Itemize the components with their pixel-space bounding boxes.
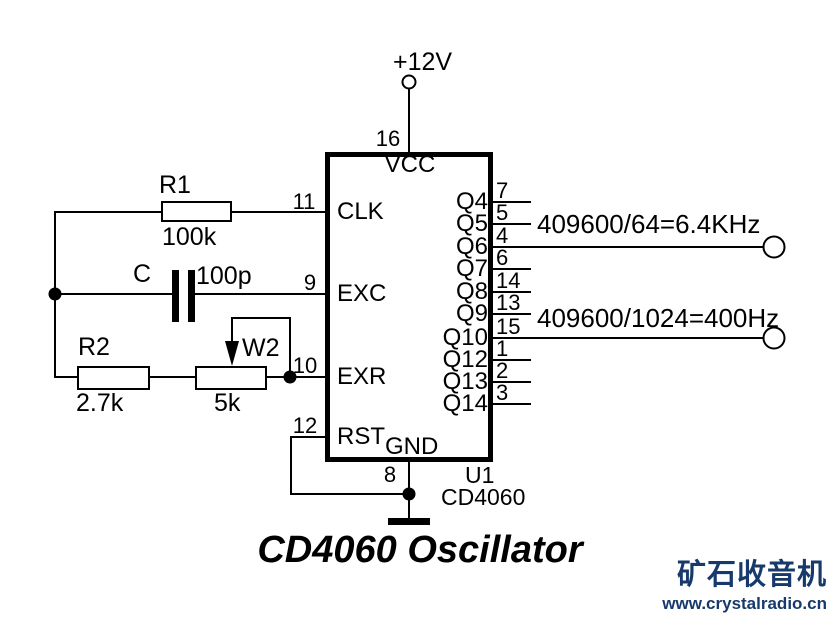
power-terminal-circle xyxy=(401,74,417,90)
pin-label-exc: EXC xyxy=(337,280,387,307)
watermark-url: www.crystalradio.cn xyxy=(662,593,827,613)
ic-body xyxy=(325,152,493,462)
wiper-arrow-icon xyxy=(225,341,239,366)
r2-ref-label: R2 xyxy=(78,333,110,361)
pin-label-q10: Q10 xyxy=(442,324,488,351)
w2-value-label: 5k xyxy=(214,389,241,417)
cap-plate-right xyxy=(188,270,195,322)
pin-num-exc: 9 xyxy=(303,270,317,295)
pin-label-q9: Q9 xyxy=(455,300,488,327)
pin-label-rst: RST xyxy=(337,423,385,450)
r1-value-label: 100k xyxy=(162,223,217,251)
pin-label-gnd: GND xyxy=(385,433,439,460)
pin-num-q5: 5 xyxy=(496,200,509,225)
output1-label: 409600/64=6.4KHz xyxy=(537,209,761,239)
junction-dot-exc xyxy=(48,287,62,301)
pin-num-q14: 3 xyxy=(496,380,509,405)
pin-num-exr: 10 xyxy=(292,353,318,378)
pin-num-q12: 1 xyxy=(496,336,509,361)
pin-num-q7: 6 xyxy=(496,245,509,270)
junction-dot-gnd xyxy=(402,487,416,501)
pin-label-q14: Q14 xyxy=(442,390,488,417)
cap-plate-left xyxy=(172,270,179,322)
pin-num-vcc: 16 xyxy=(375,126,401,151)
watermark: 矿石收音机 www.crystalradio.cn xyxy=(662,559,827,614)
pin-label-q4: Q4 xyxy=(455,188,488,215)
pin-num-gnd: 8 xyxy=(383,462,397,487)
ic-ref-label: U1 xyxy=(465,462,495,488)
pin-label-vcc: VCC xyxy=(384,151,436,178)
pin-num-q10: 15 xyxy=(496,314,521,339)
pin-label-q6: Q6 xyxy=(455,233,488,260)
w2-ref-label: W2 xyxy=(242,334,280,362)
r2-body xyxy=(77,366,150,390)
w2-pot-body xyxy=(195,366,267,390)
pin-num-q8: 14 xyxy=(496,268,521,293)
pin-num-q9: 13 xyxy=(496,290,521,315)
pin-num-rst: 12 xyxy=(292,413,318,438)
c-value-label: 100p xyxy=(196,262,252,290)
pin-num-q13: 2 xyxy=(496,358,509,383)
output1-terminal-circle xyxy=(762,235,786,259)
output2-label: 409600/1024=400Hz xyxy=(537,303,780,333)
page-title: CD4060 Oscillator xyxy=(257,529,583,571)
pin-label-q13: Q13 xyxy=(442,368,488,395)
output2-terminal-circle xyxy=(762,326,786,350)
ground-symbol-icon xyxy=(388,518,430,525)
c-ref-label: C xyxy=(133,260,152,288)
pin-label-clk: CLK xyxy=(337,198,384,225)
pin-label-q7: Q7 xyxy=(455,255,488,282)
ic-part-label: CD4060 xyxy=(441,484,526,510)
r2-value-label: 2.7k xyxy=(76,389,124,417)
pin-label-exr: EXR xyxy=(337,363,387,390)
watermark-name: 矿石收音机 xyxy=(676,559,827,591)
pin-label-q12: Q12 xyxy=(442,346,488,373)
pin-num-q4: 7 xyxy=(496,178,509,203)
r1-body xyxy=(161,201,232,222)
r1-ref-label: R1 xyxy=(159,171,191,199)
pin-num-q6: 4 xyxy=(496,223,509,248)
junction-dot-exr xyxy=(283,370,297,384)
pin-label-q5: Q5 xyxy=(455,210,488,237)
pin-label-q8: Q8 xyxy=(455,278,488,305)
pin-num-clk: 11 xyxy=(292,189,316,214)
power-label: +12V xyxy=(393,48,453,76)
